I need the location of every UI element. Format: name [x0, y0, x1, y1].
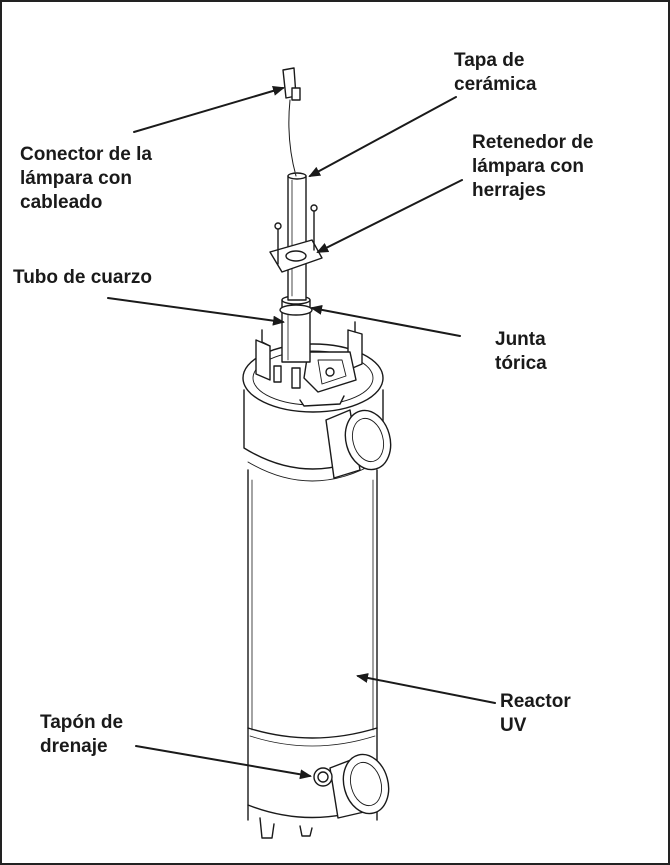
label-drain-plug: Tapón de drenaje	[40, 711, 123, 759]
lower-port	[329, 753, 390, 819]
label-uv-reactor-line2: UV	[500, 715, 527, 736]
label-quartz-tube: Tubo de cuarzo	[13, 266, 152, 290]
label-drain-plug-line1: Tapón de	[40, 712, 124, 733]
head-internals	[255, 321, 363, 407]
arrow-lamp-retainer	[316, 179, 463, 253]
label-o-ring-line1: Junta	[495, 329, 546, 350]
arrow-o-ring	[310, 304, 461, 337]
arrow-uv-reactor	[356, 673, 496, 704]
upper-port	[325, 409, 392, 479]
drain-plug-part	[313, 767, 333, 787]
label-lamp-retainer-line3: herrajes	[472, 180, 546, 201]
label-quartz-tube-line1: Tubo de cuarzo	[13, 267, 152, 288]
label-lamp-connector-line3: cableado	[20, 192, 103, 213]
label-o-ring-line2: tórica	[495, 353, 547, 374]
label-o-ring: Junta tórica	[495, 328, 547, 376]
o-ring-part	[279, 304, 313, 316]
label-lamp-connector-line1: Conector de la	[20, 144, 152, 165]
lamp-connector-part	[282, 67, 301, 177]
label-uv-reactor: Reactor UV	[500, 690, 571, 738]
leader-lines	[107, 86, 496, 780]
label-lamp-retainer-line1: Retenedor de	[472, 132, 594, 153]
lamp-retainer-part	[269, 204, 323, 273]
label-lamp-connector-line2: lámpara con	[20, 168, 132, 189]
label-ceramic-cap-line2: cerámica	[454, 74, 537, 95]
arrow-drain-plug	[135, 745, 312, 780]
lamp-tube-part	[287, 172, 307, 301]
label-ceramic-cap: Tapa de cerámica	[454, 49, 536, 97]
arrow-quartz-tube	[107, 297, 285, 326]
label-ceramic-cap-line1: Tapa de	[454, 50, 525, 71]
label-lamp-connector: Conector de la lámpara con cableado	[20, 143, 152, 215]
label-uv-reactor-line1: Reactor	[500, 691, 571, 712]
arrow-lamp-connector	[133, 86, 285, 133]
label-lamp-retainer-line2: lámpara con	[472, 156, 584, 177]
label-drain-plug-line2: drenaje	[40, 736, 108, 757]
arrow-ceramic-cap	[308, 96, 457, 177]
label-lamp-retainer: Retenedor de lámpara con herrajes	[472, 131, 593, 203]
